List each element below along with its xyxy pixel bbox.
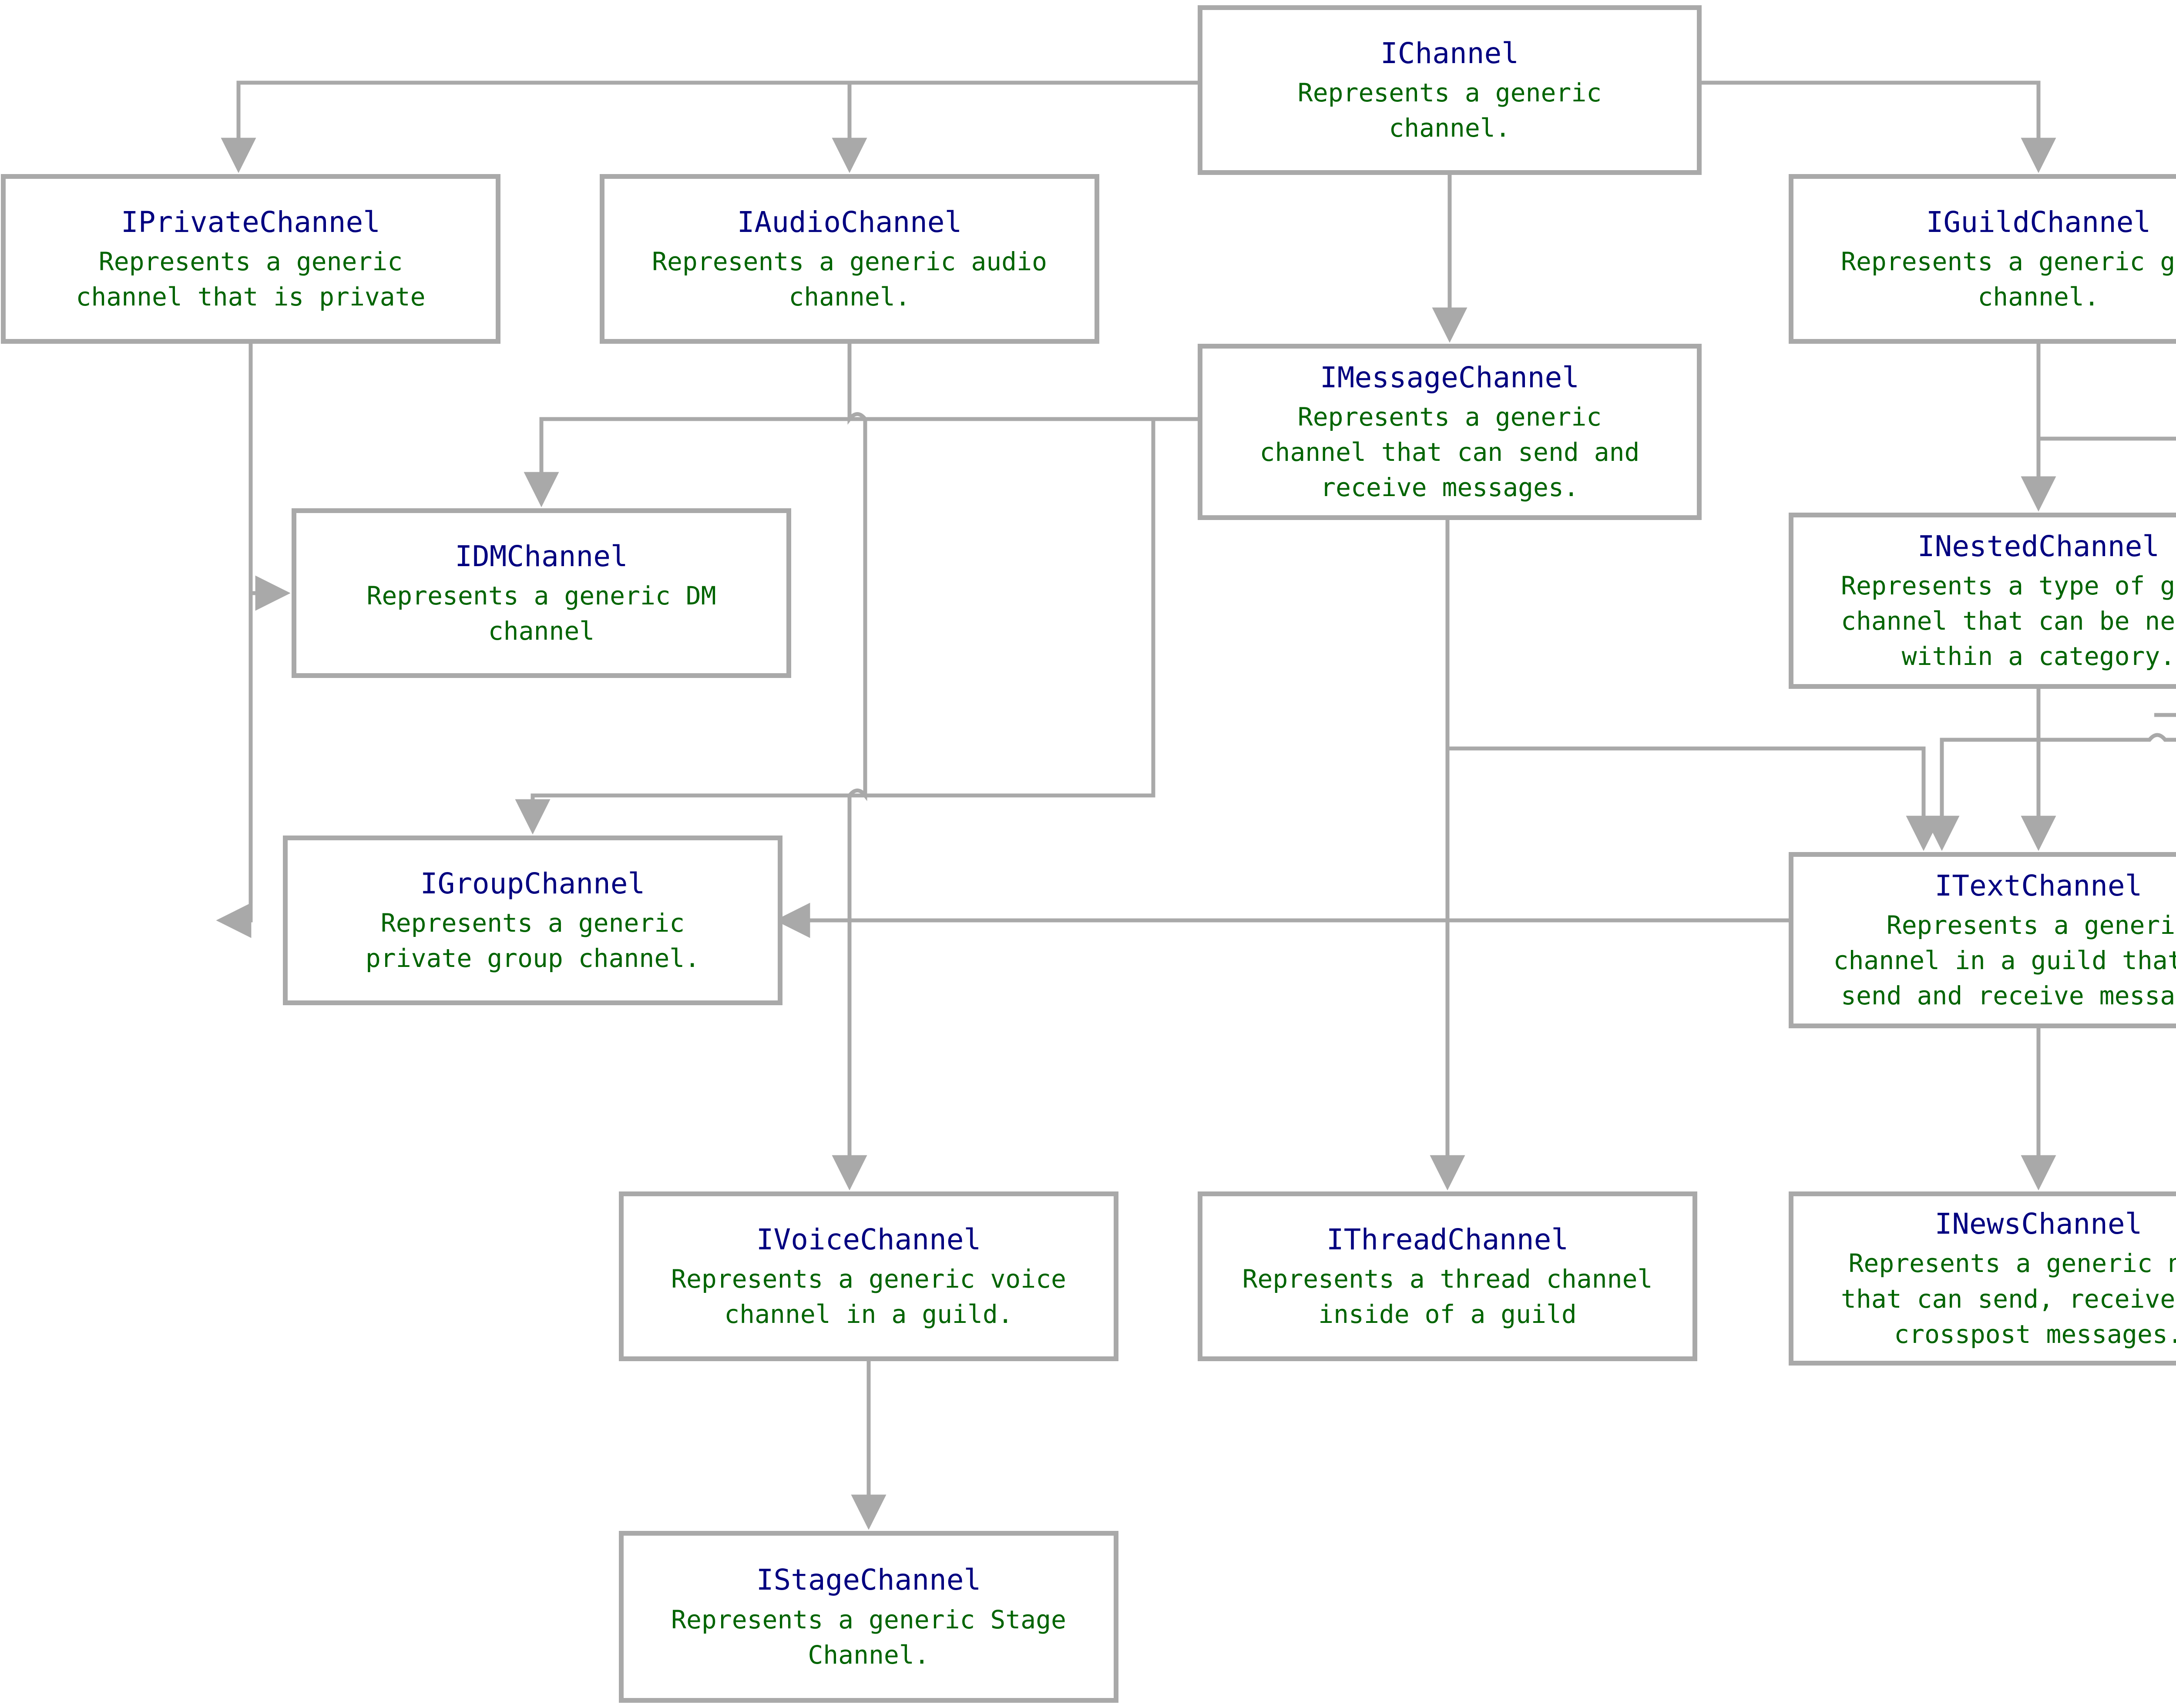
node-title: IGuildChannel [1926, 205, 2151, 239]
node-title: IMessageChannel [1320, 360, 1580, 394]
edge-imessagechannel-itextchannel [1447, 746, 1941, 851]
node-description: Represents a generic audio channel. [652, 247, 1047, 312]
edge-inestedchannel-iforumchannel [2154, 713, 2176, 717]
node-description: Represents a generic voice channel in a … [671, 1264, 1066, 1329]
node-title: IChannel [1380, 36, 1519, 70]
node-description: Represents a thread channel inside of a … [1242, 1264, 1653, 1329]
edge-iprivatechannel-igroupchannel [216, 344, 253, 938]
node-title: IThreadChannel [1326, 1222, 1569, 1256]
node-title: IDMChannel [455, 539, 628, 573]
node-description: Represents a generic channel in a guild … [1833, 910, 2176, 1011]
node-title: IStageChannel [756, 1563, 981, 1597]
node-description: Represents a generic private group chann… [365, 908, 700, 973]
node-title: IVoiceChannel [756, 1222, 981, 1256]
edge-iintegrationchannel-itextchannel [1924, 733, 2176, 851]
node-description: Represents a generic DM channel [366, 581, 716, 646]
node-description: Represents a generic Stage Channel. [671, 1604, 1066, 1670]
edge-imessagechannel-idmchannel [524, 417, 1198, 507]
node-description: Represents a generic channel that is pri… [76, 247, 426, 312]
node-title: IAudioChannel [737, 205, 962, 239]
node-description: Represents a generic guild channel. [1841, 247, 2176, 312]
node-title: ITextChannel [1934, 869, 2142, 903]
node-title: INewsChannel [1934, 1207, 2142, 1241]
node-title: INestedChannel [1917, 529, 2160, 563]
node-description: Represents a generic channel that can se… [1259, 402, 1640, 503]
node-description: Represents a generic channel. [1297, 78, 1602, 143]
node-title: IGroupChannel [420, 866, 645, 900]
node-description: Represents a type of guild channel that … [1841, 570, 2176, 671]
edge-iaudiochannel-ivoicechannel [832, 344, 867, 1191]
edge-iguildchannel-iintegrationchannel [2038, 436, 2176, 441]
edge-ichannel-iguildchannel [1702, 81, 2056, 173]
node-title: IPrivateChannel [121, 205, 381, 239]
edge-imessagechannel-igroupchannel [515, 419, 1155, 835]
node-description: Represents a generic news that can send,… [1841, 1248, 2176, 1349]
